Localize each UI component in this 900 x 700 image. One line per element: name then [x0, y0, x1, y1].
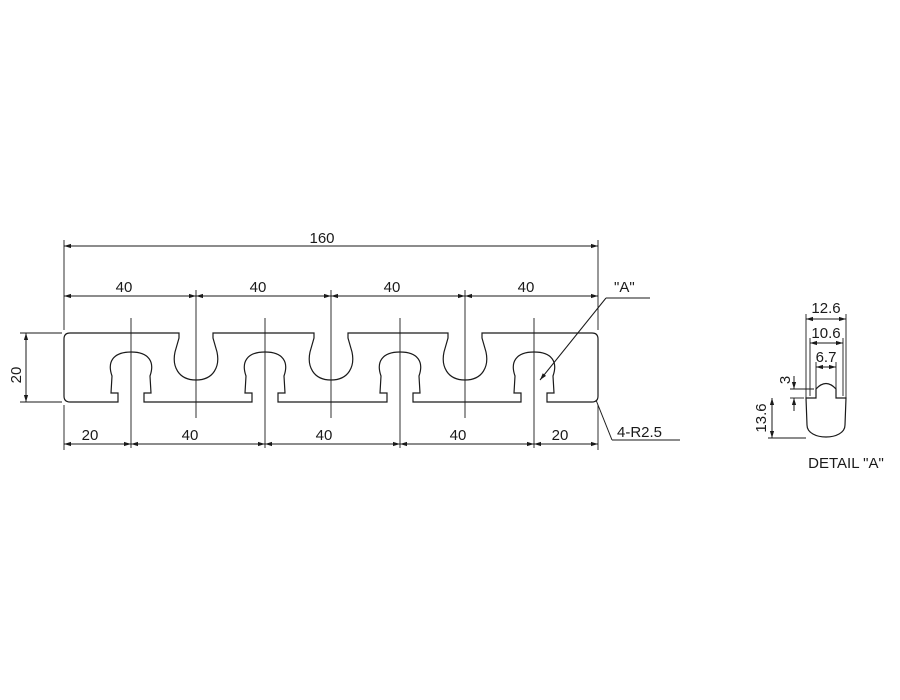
dim-bottom-1: 20	[82, 427, 99, 444]
radius-label: 4-R2.5	[617, 424, 662, 441]
dim-bottom-4: 40	[450, 427, 467, 444]
detail-a-view: 12.6 10.6 6.7 3 13.6 DETAIL "A"	[753, 300, 884, 472]
detail-dim-lip: 3	[777, 376, 794, 384]
extension-lines	[20, 240, 599, 450]
callout-radius: 4-R2.5	[595, 399, 680, 441]
dim-bottom-5: 20	[552, 427, 569, 444]
dim-top-pitch: 40 40 40 40	[64, 279, 598, 299]
detail-dim-12-6: 12.6	[811, 300, 840, 317]
dim-bottom: 20 40 40 40 20	[64, 427, 598, 447]
dim-top-3: 40	[384, 279, 401, 296]
detail-dim-6-7: 6.7	[816, 349, 837, 366]
detail-dim-depth: 13.6	[753, 403, 770, 432]
dim-height-label: 20	[8, 367, 25, 384]
dim-overall-160: 160	[64, 230, 598, 249]
dim-height-20: 20	[8, 333, 29, 402]
dim-top-1: 40	[116, 279, 133, 296]
dim-bottom-3: 40	[316, 427, 333, 444]
dim-overall-label: 160	[309, 230, 334, 247]
callout-detail-label: "A"	[614, 279, 635, 296]
dim-top-4: 40	[518, 279, 535, 296]
dim-bottom-2: 40	[182, 427, 199, 444]
callout-detail-a: "A"	[539, 279, 650, 381]
detail-dim-10-6: 10.6	[811, 325, 840, 342]
center-lines	[130, 290, 535, 448]
detail-title: DETAIL "A"	[808, 455, 884, 472]
dim-top-2: 40	[250, 279, 267, 296]
